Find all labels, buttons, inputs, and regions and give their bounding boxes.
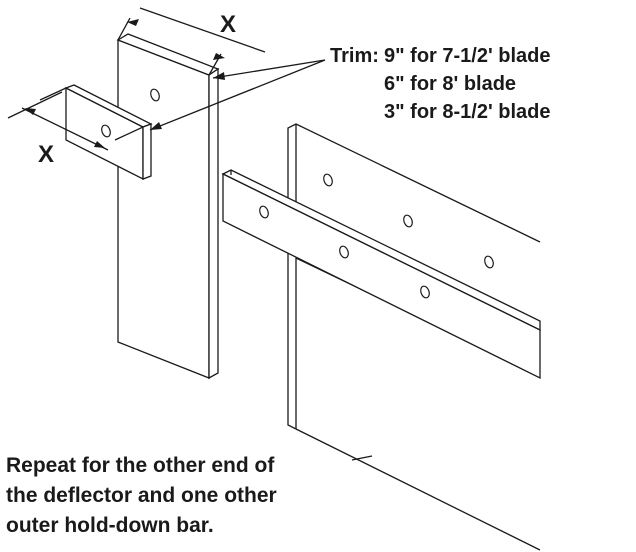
trim-line-2: 6" for 8' blade [384, 73, 516, 95]
trim-piece [64, 84, 153, 181]
upright-bar [116, 33, 220, 380]
bolt-hole [259, 205, 269, 219]
bolt-hole [323, 173, 333, 187]
trim-line-1: 9" for 7-1/2' blade [384, 45, 551, 67]
bolt-hole [420, 285, 430, 299]
dimension-x-trim: X [7, 87, 144, 168]
bolt-hole [403, 214, 413, 228]
dimension-x-upright: X [117, 7, 266, 76]
trim-heading: Trim: [330, 45, 379, 67]
trim-callout: Trim: 9" for 7-1/2' blade 6" for 8' blad… [330, 45, 551, 123]
bolt-hole [484, 255, 494, 269]
dimension-label: X [38, 141, 54, 168]
bolt-hole [101, 124, 111, 138]
note-line-2: the deflector and one other [6, 484, 277, 507]
bolt-hole [150, 88, 160, 102]
note-line-3: outer hold-down bar. [6, 514, 214, 537]
note-leader [351, 455, 373, 461]
trim-leaders [149, 59, 326, 131]
repeat-note: Repeat for the other end of the deflecto… [6, 454, 277, 537]
note-line-1: Repeat for the other end of [6, 454, 275, 477]
hold-down-bar [221, 169, 541, 380]
trim-line-3: 3" for 8-1/2' blade [384, 101, 551, 123]
dimension-label: X [220, 11, 236, 38]
bolt-hole [339, 245, 349, 259]
